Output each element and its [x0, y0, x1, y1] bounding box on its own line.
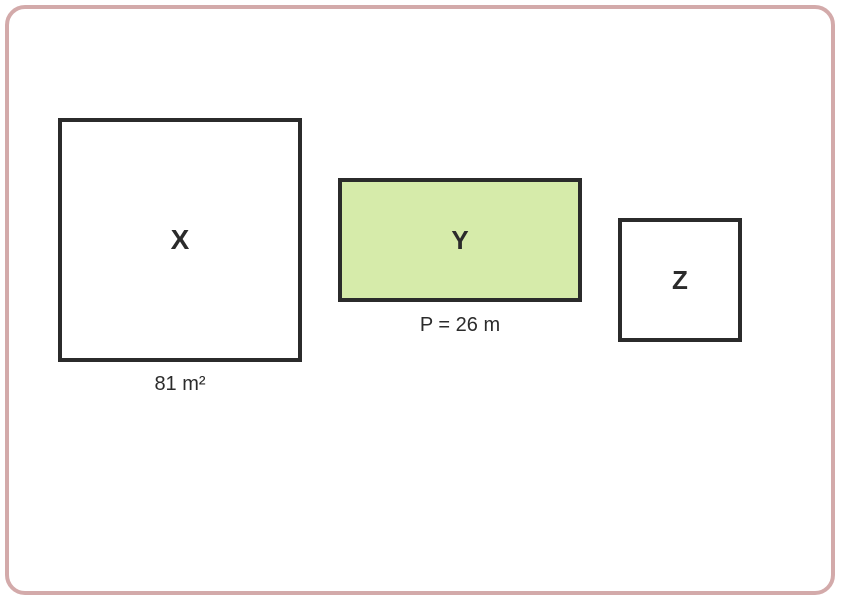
rectangle-y: Y	[338, 178, 582, 302]
square-x-label: X	[170, 224, 190, 255]
square-x: X	[58, 118, 302, 362]
square-z: Z	[618, 218, 742, 342]
rectangle-y-label: Y	[451, 224, 469, 255]
rectangle-y-perimeter-caption: P = 26 m	[419, 314, 501, 336]
square-x-area-caption: 81 m²	[154, 373, 206, 395]
square-z-label: Z	[672, 264, 688, 295]
